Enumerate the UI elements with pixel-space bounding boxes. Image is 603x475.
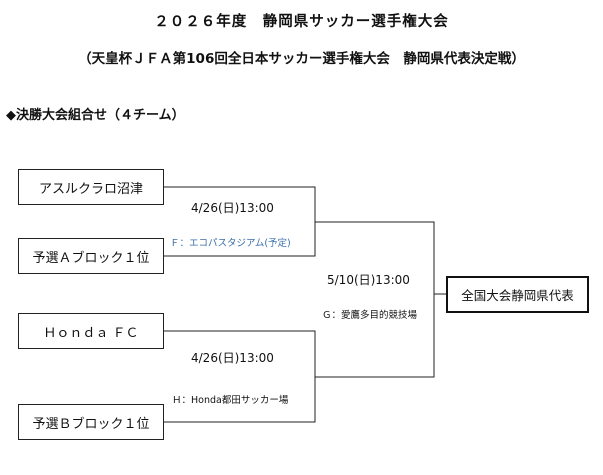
team-box-1: アスルクラロ沼津 [18, 169, 164, 205]
section-label: 決勝大会組合せ（４チーム） [16, 108, 185, 123]
match1-datetime: 4/26(日)13:00 [191, 201, 274, 215]
page-subtitle: （天皇杯ＪＦＡ第106回全日本サッカー選手権大会 静岡県代表決定戦） [78, 51, 525, 67]
section-heading: ◆決勝大会組合せ（４チーム） [6, 104, 185, 123]
match2-line [164, 330, 316, 423]
diamond-bullet-icon: ◆ [6, 108, 16, 123]
team-box-3: Ｈｏｎｄａ ＦＣ [18, 313, 164, 349]
winner-box: 全国大会静岡県代表 [446, 276, 589, 313]
match2-datetime: 4/26(日)13:00 [191, 351, 274, 365]
final-line [315, 221, 435, 378]
match1-venue: Ｆ：エコパスタジアム(予定) [170, 238, 291, 249]
page-title: ２０２６年度 静岡県サッカー選手権大会 [154, 14, 449, 30]
final-datetime: 5/10(日)13:00 [327, 273, 410, 287]
match2-venue: Ｈ：Honda都田サッカー場 [172, 395, 289, 406]
team-box-4: 予選Ｂブロック１位 [18, 404, 164, 440]
team-box-2: 予選Ａブロック１位 [18, 238, 164, 274]
final-venue: Ｇ：愛鷹多目的競技場 [322, 310, 418, 321]
